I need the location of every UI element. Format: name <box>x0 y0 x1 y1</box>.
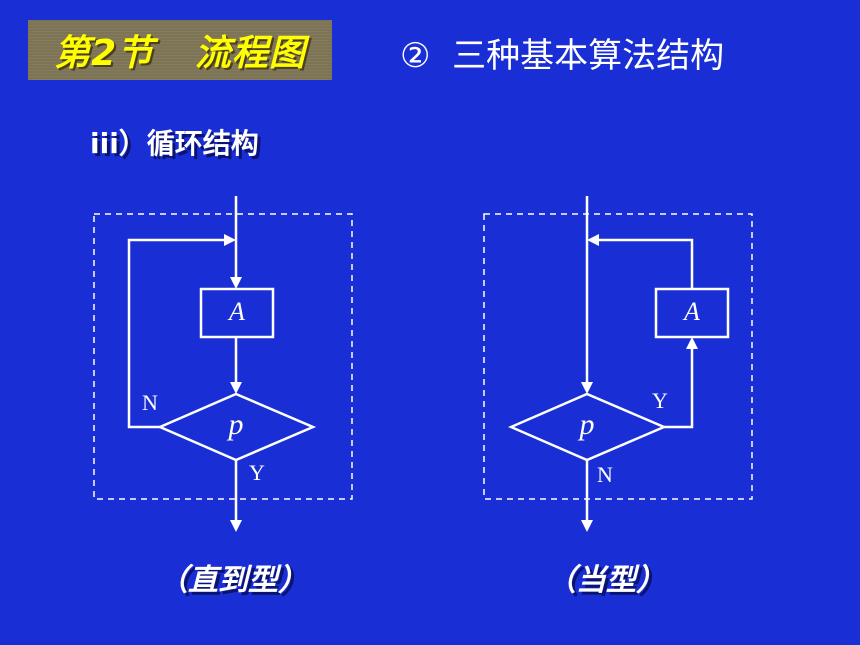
while-dashed-boundary <box>483 213 753 500</box>
until-condition-label: p <box>227 408 244 441</box>
until-entry-arrowhead <box>230 277 242 289</box>
until-loop-diagram: A p N Y <box>93 196 353 532</box>
until-caption: （直到型） <box>158 563 308 598</box>
while-process-label: A <box>682 297 700 326</box>
until-yes-label: Y <box>249 460 265 485</box>
while-yes-arrowhead <box>686 337 698 349</box>
until-dashed-boundary <box>93 213 353 500</box>
until-exit-arrowhead <box>230 520 242 532</box>
while-condition-label: p <box>578 408 595 441</box>
while-caption: （当型） <box>546 563 666 598</box>
while-entry-arrowhead <box>581 382 593 394</box>
until-loopback-arrowhead <box>224 234 236 246</box>
page-title: ② 三种基本算法结构 <box>400 36 725 76</box>
while-yes-branch-line <box>664 343 694 429</box>
section-label: ⅰⅰⅰ）循环结构 <box>90 127 259 160</box>
until-loopback-line <box>127 238 230 429</box>
while-yes-label: Y <box>652 388 668 413</box>
until-process-label: A <box>227 297 245 326</box>
while-exit-arrowhead <box>581 520 593 532</box>
until-no-label: N <box>142 390 158 415</box>
while-loopback-arrowhead <box>587 234 599 246</box>
section-badge: 第2节 流程图 <box>28 20 332 80</box>
while-no-label: N <box>597 462 613 487</box>
while-loop-diagram: p Y A N <box>483 196 753 532</box>
until-decision-arrowhead <box>230 382 242 394</box>
badge-text: 第2节 流程图 <box>54 33 306 74</box>
while-loopback-line <box>593 238 694 289</box>
